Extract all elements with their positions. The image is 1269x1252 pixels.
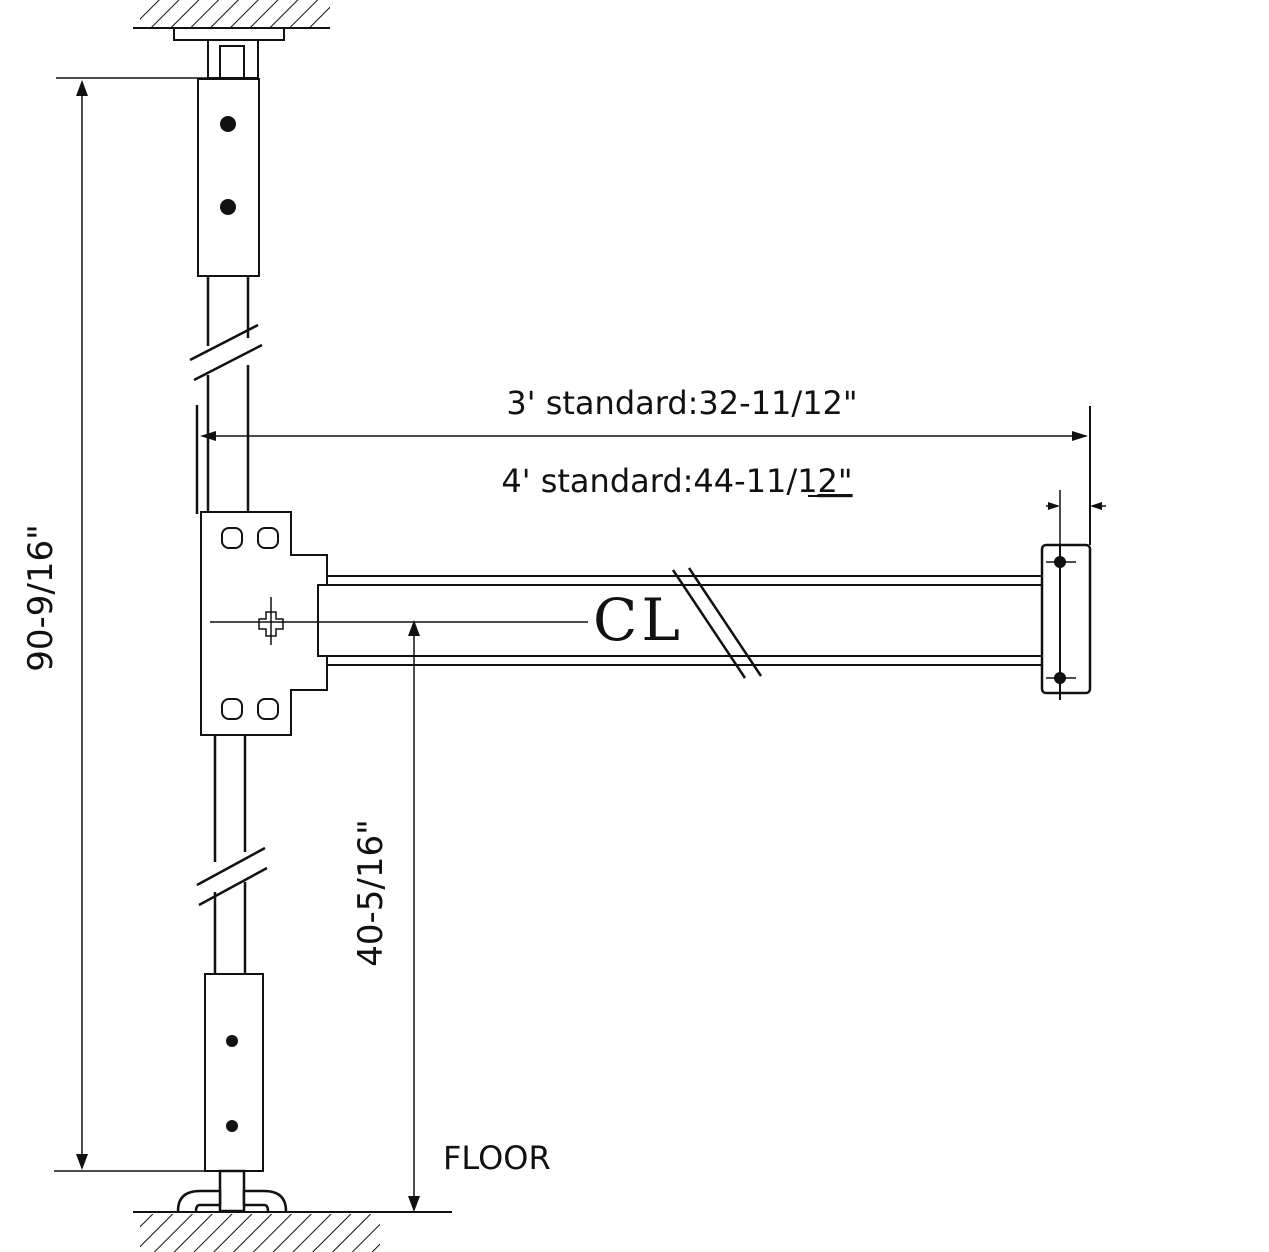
total-height-label: 90-9/16" <box>21 524 61 672</box>
width-4ft-label-main: 4' standard:44-11/1 <box>501 462 817 500</box>
lower-housing-screw-1 <box>226 1035 238 1047</box>
bar-height-dimension <box>408 620 420 1212</box>
case-hole <box>257 698 279 720</box>
lower-vertical-rod <box>213 735 247 974</box>
center-line-label: CL <box>593 586 684 654</box>
upper-vertical-rod <box>195 276 250 514</box>
upper-housing-screw-1 <box>220 116 236 132</box>
upper-rod-housing <box>197 78 260 277</box>
case-hole <box>221 698 243 720</box>
horizontal-push-bar <box>318 575 1042 666</box>
floor-hatch <box>133 1211 452 1252</box>
upper-housing-screw-2 <box>220 199 236 215</box>
center-lock-case <box>200 511 328 736</box>
lower-rod-housing <box>204 973 264 1172</box>
width-4ft-label: 4' standard:44-11/12" <box>501 462 852 500</box>
case-hole <box>257 527 279 549</box>
ceiling-hatch <box>133 0 330 29</box>
lower-rod-break-mark <box>196 846 268 907</box>
width-4ft-label-underlined: 2" <box>818 462 853 500</box>
bottom-strike <box>176 1169 288 1213</box>
upper-rod-break-mark <box>189 323 263 382</box>
bar-height-label: 40-5/16" <box>351 819 391 967</box>
floor-label: FLOOR <box>443 1139 551 1177</box>
width-3ft-label: 3' standard:32-11/12" <box>506 384 857 422</box>
bar-width-dimension <box>200 406 1106 548</box>
total-height-dimension <box>54 77 208 1172</box>
top-strike <box>173 27 285 79</box>
lower-housing-screw-2 <box>226 1120 238 1132</box>
spindle-cross-icon <box>258 597 284 645</box>
push-bar-break-mark <box>671 567 763 679</box>
case-hole <box>221 527 243 549</box>
end-cap-bracket <box>1040 543 1092 700</box>
